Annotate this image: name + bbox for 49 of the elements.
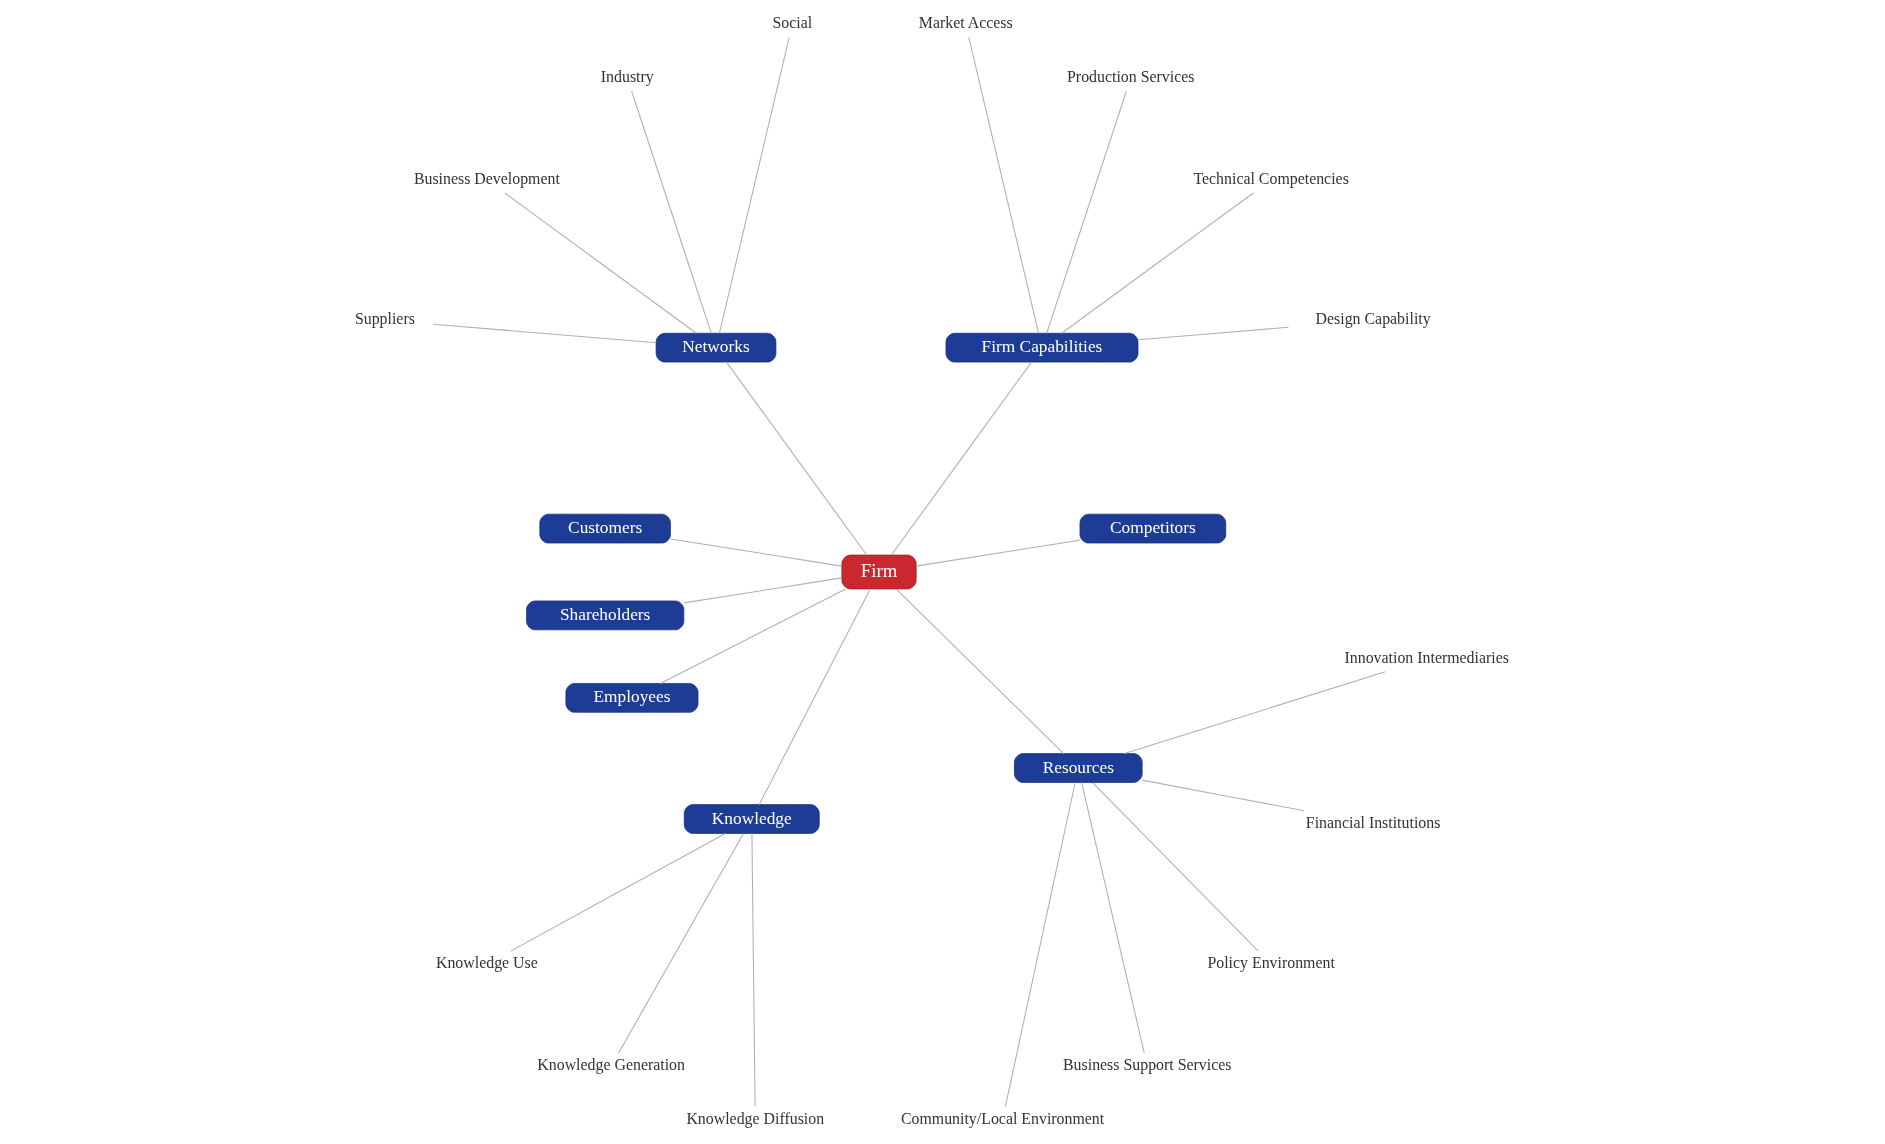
node-box: Firm Capabilities	[945, 332, 1138, 363]
connector	[669, 538, 842, 567]
connector	[1141, 779, 1305, 812]
node-text: Community/Local Environment	[900, 1109, 1104, 1127]
connector	[503, 192, 697, 334]
node-text: Business Support Services	[1062, 1056, 1231, 1074]
node-text: Knowledge Diffusion	[685, 1109, 824, 1127]
connector	[617, 833, 744, 1054]
node-text: Suppliers	[354, 310, 415, 328]
connector	[1137, 326, 1289, 341]
node-text: Knowledge Generation	[536, 1056, 685, 1074]
node-text: Innovation Intermediaries	[1344, 648, 1509, 666]
node-box: Shareholders	[525, 600, 684, 631]
node-text: Design Capability	[1315, 310, 1431, 328]
connector	[1060, 192, 1254, 334]
node-text: Technical Competencies	[1192, 169, 1349, 187]
connector	[895, 588, 1064, 755]
connector	[725, 361, 867, 556]
node-text: Social	[771, 14, 812, 32]
node-box: Resources	[1013, 753, 1143, 783]
node-text: Knowledge Use	[435, 954, 538, 972]
node-text: Policy Environment	[1206, 954, 1335, 972]
node-text: Business Development	[413, 169, 560, 187]
node-box: Networks	[655, 332, 776, 363]
connector	[659, 588, 846, 684]
connector	[967, 36, 1039, 334]
node-box: Firm	[840, 554, 917, 590]
node-box: Competitors	[1079, 513, 1226, 544]
node-box: Knowledge	[683, 804, 820, 834]
connector	[915, 539, 1080, 567]
node-text: Industry	[600, 67, 654, 85]
connector	[432, 323, 657, 344]
connector	[630, 90, 712, 334]
connector	[890, 361, 1032, 556]
connector	[1080, 782, 1145, 1054]
node-box: Customers	[538, 513, 671, 544]
connector	[1123, 671, 1386, 755]
node-box: Employees	[565, 683, 698, 713]
connector	[509, 832, 726, 952]
node-text: Production Services	[1066, 67, 1194, 85]
connector	[750, 833, 756, 1107]
connector	[682, 577, 842, 604]
connector	[718, 36, 790, 334]
connector	[1004, 781, 1076, 1108]
node-text: Market Access	[918, 14, 1013, 32]
connector	[758, 588, 871, 806]
node-text: Financial Institutions	[1305, 813, 1440, 831]
connector	[1091, 782, 1259, 952]
connector	[1045, 90, 1127, 334]
